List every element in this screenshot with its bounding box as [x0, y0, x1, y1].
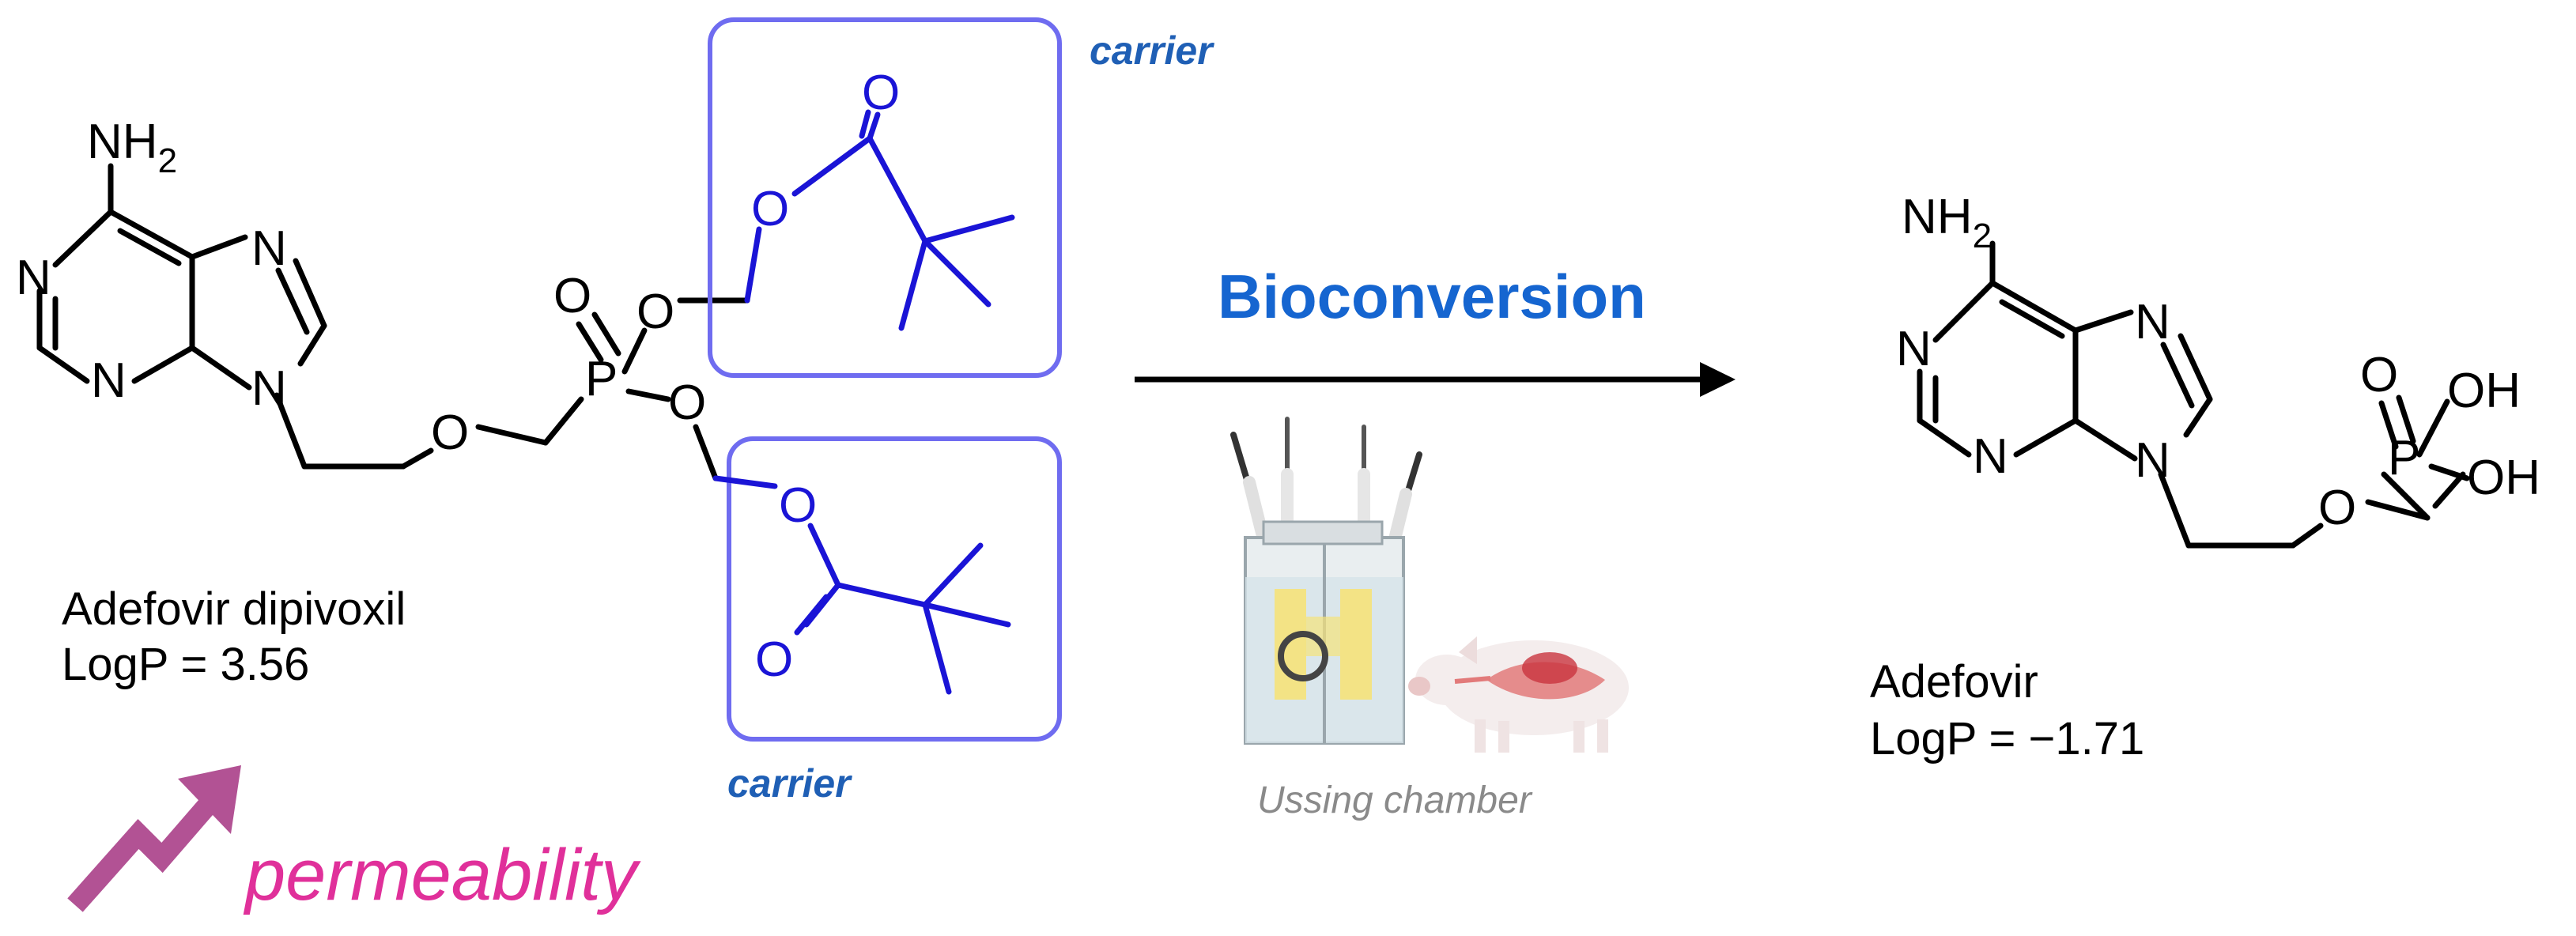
bioconversion-label: Bioconversion	[1218, 262, 1646, 331]
right-nh2-label: NH2	[1902, 190, 1992, 255]
pig-icon	[1408, 636, 1629, 753]
right-n7-label: N	[2135, 295, 2170, 349]
carrier-label-lower: carrier	[727, 761, 851, 806]
right-oh-upper-label: OH	[2447, 364, 2521, 418]
ussing-chamber-icon	[1230, 417, 1422, 745]
carrier-lower-o-label: O	[779, 478, 817, 533]
adefovir-dipivoxil-structure	[36, 163, 750, 481]
left-p-o-lower-label: O	[668, 376, 706, 430]
left-molecule-name: Adefovir dipivoxil	[62, 583, 406, 635]
left-n1-label: N	[16, 251, 51, 305]
adefovir-structure	[1917, 240, 2470, 549]
left-p-o-upper-label: O	[636, 285, 674, 339]
right-n9-label: N	[2135, 433, 2170, 488]
left-ether-o-label: O	[431, 406, 469, 460]
carrier-label-upper: carrier	[1090, 28, 1213, 73]
carrier-box-lower	[727, 436, 1062, 742]
right-ether-o-label: O	[2318, 481, 2356, 535]
right-molecule-logp: LogP = −1.71	[1870, 713, 2145, 764]
left-n7-label: N	[251, 221, 287, 276]
left-molecule-logp: LogP = 3.56	[62, 639, 310, 690]
ussing-chamber-caption: Ussing chamber	[1257, 779, 1532, 821]
right-p-oxo-label: O	[2360, 348, 2398, 402]
right-oh-lower-label: OH	[2467, 451, 2540, 505]
carrier-groups	[708, 17, 1062, 742]
permeability-label: permeability	[245, 835, 637, 915]
left-p-oxo-label: O	[553, 269, 591, 323]
left-p-label: P	[585, 352, 618, 406]
reaction-arrow	[1135, 362, 1736, 397]
right-n1-label: N	[1896, 322, 1932, 376]
trend-up-arrow-icon	[67, 765, 241, 912]
left-n3-label: N	[91, 353, 127, 408]
carrier-box-upper	[708, 17, 1062, 378]
right-atom-labels: NH2 N N N N O P O OH OH	[1896, 190, 2540, 535]
carrier-atom-labels: O O O O	[751, 66, 900, 687]
right-n3-label: N	[1973, 429, 2008, 484]
carrier-upper-o-label: O	[751, 182, 789, 236]
right-molecule-name: Adefovir	[1870, 656, 2038, 708]
left-atom-labels: NH2 N N N N O P O O O	[16, 115, 706, 460]
left-n9-label: N	[251, 361, 287, 416]
carrier-lower-co-label: O	[755, 632, 793, 687]
left-nh2-label: NH2	[87, 115, 177, 180]
right-p-label: P	[2388, 431, 2420, 485]
carrier-upper-co-label: O	[862, 66, 900, 120]
